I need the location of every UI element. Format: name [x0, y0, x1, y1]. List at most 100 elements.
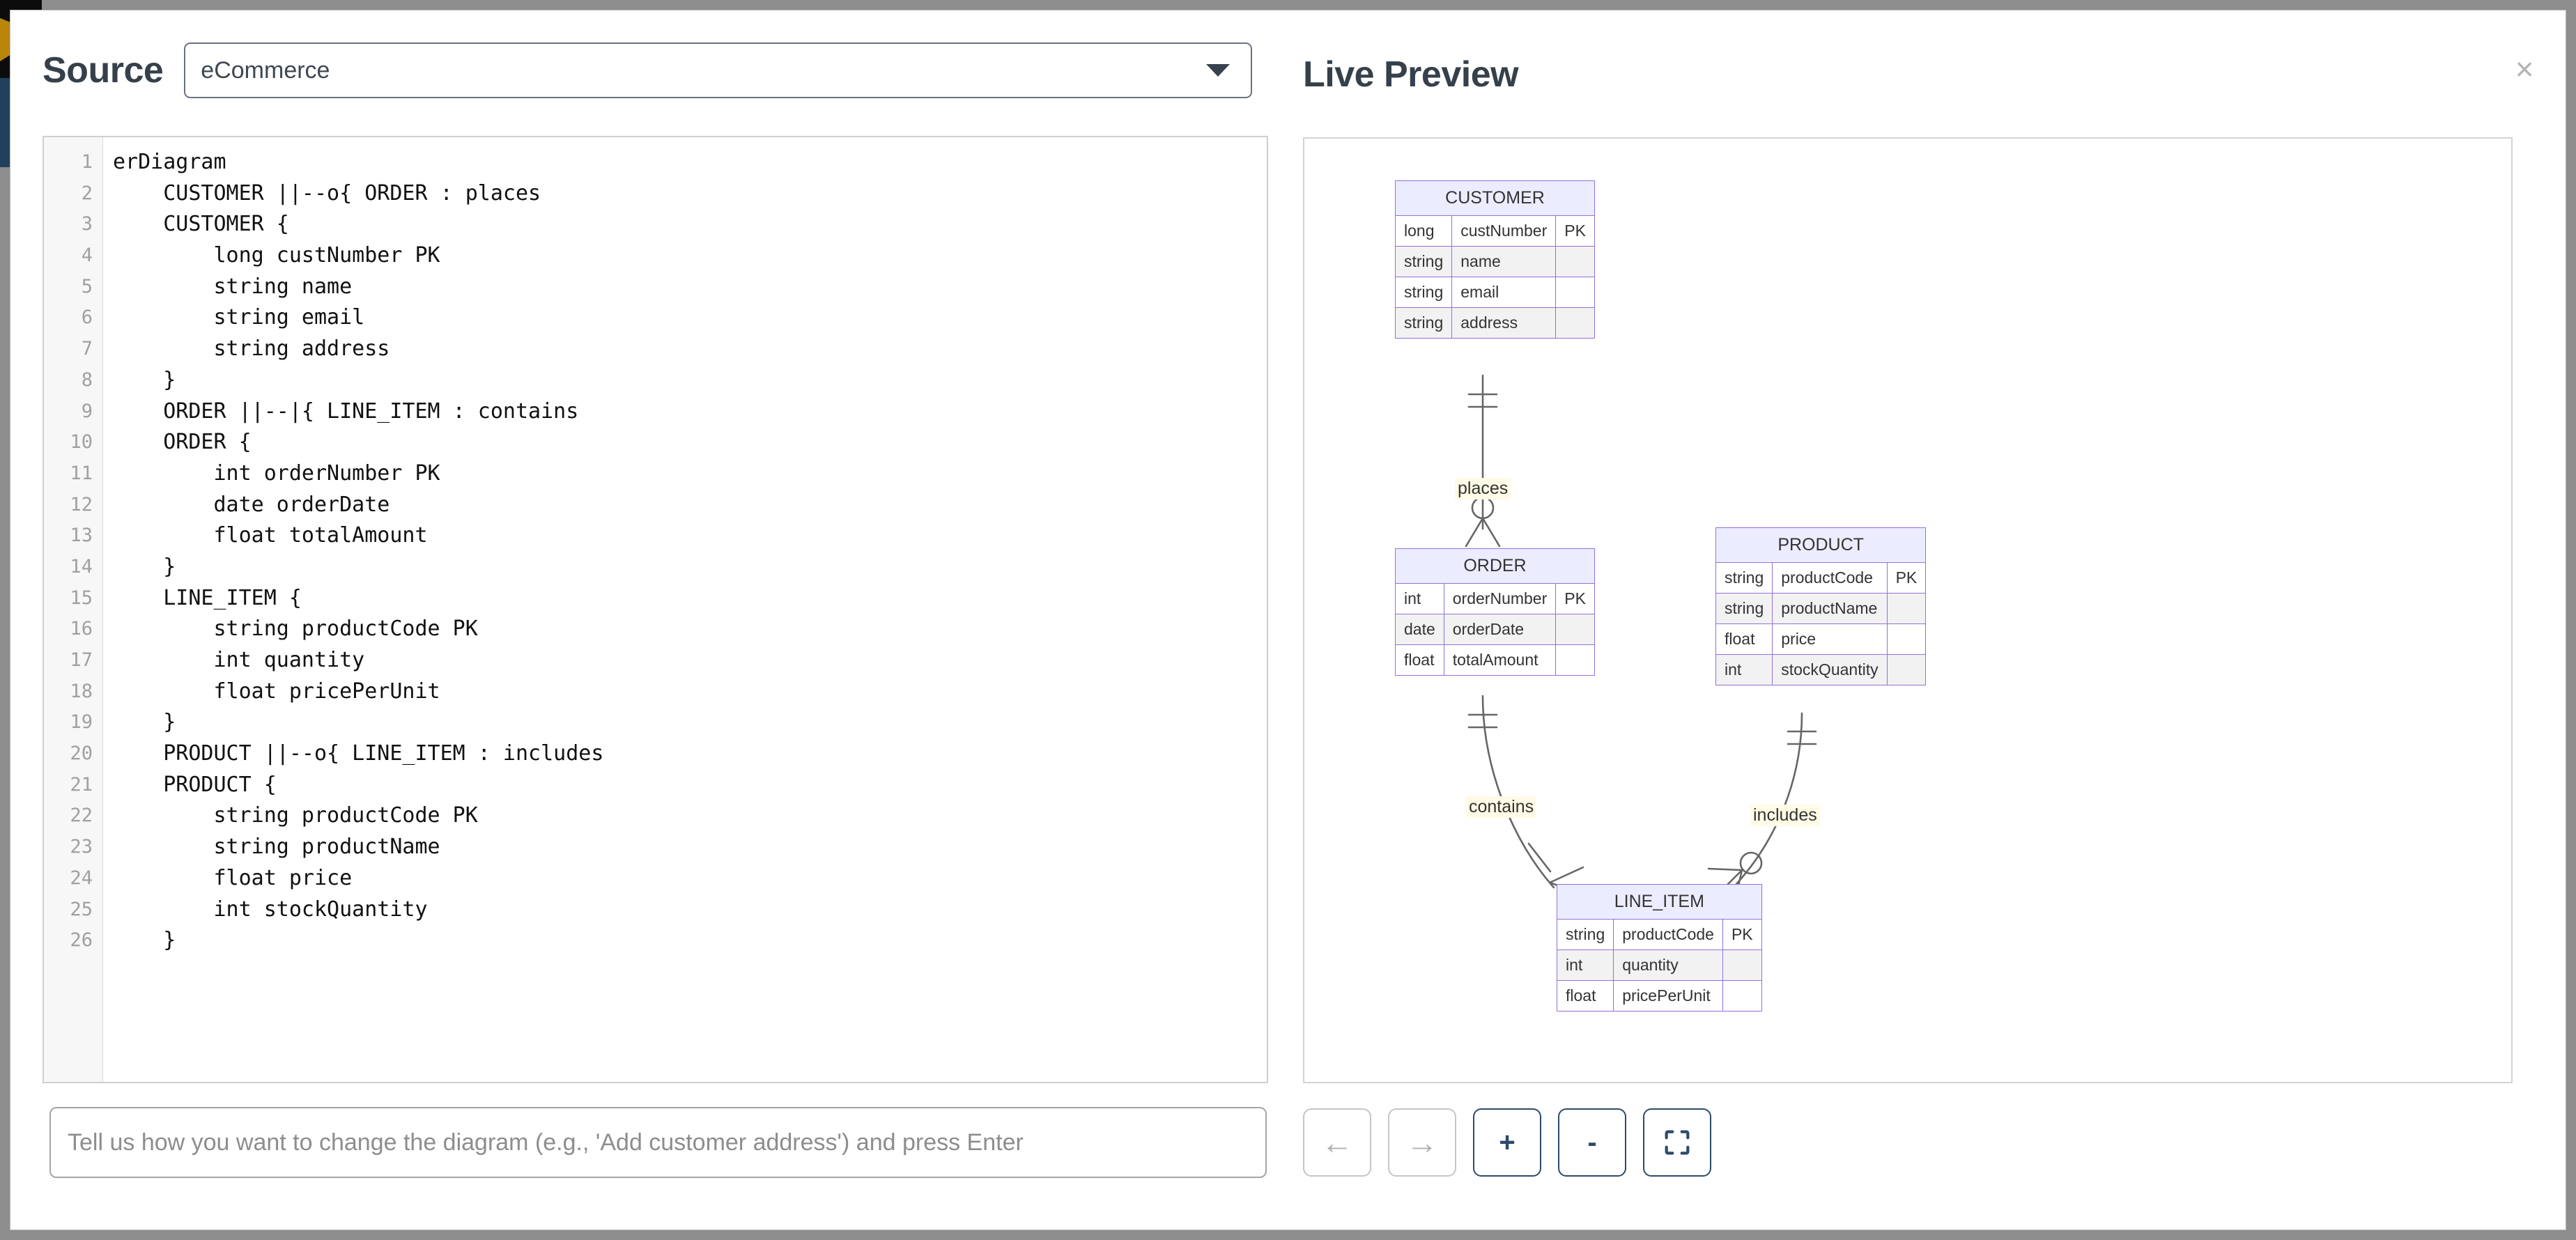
entity-title: PRODUCT [1715, 527, 1927, 563]
attribute-type: int [1556, 950, 1614, 981]
line-number: 18 [70, 680, 93, 702]
code-line[interactable]: LINE_ITEM { [113, 585, 302, 610]
attribute-key [1555, 307, 1595, 339]
code-line[interactable]: int stockQuantity [113, 897, 428, 922]
attribute-type: string [1715, 562, 1773, 594]
code-line[interactable]: float pricePerUnit [113, 679, 440, 704]
attribute-key: PK [1555, 215, 1595, 247]
attribute-type: date [1395, 614, 1444, 645]
code-line[interactable]: date orderDate [113, 492, 390, 517]
entity-title: ORDER [1395, 548, 1595, 584]
fit-screen-icon [1665, 1130, 1690, 1155]
code-line[interactable]: float price [113, 865, 353, 890]
page-title: Source [43, 50, 164, 91]
line-number: 3 [81, 213, 93, 235]
code-line[interactable]: } [113, 928, 176, 953]
zoom-in-icon: + [1499, 1127, 1515, 1158]
code-line[interactable]: int quantity [113, 648, 365, 672]
code-line[interactable]: string email [113, 305, 365, 330]
line-number: 11 [70, 462, 93, 484]
attribute-name: custNumber [1451, 215, 1557, 247]
attribute-type: string [1394, 246, 1453, 277]
relationship-label-contains: contains [1466, 796, 1537, 818]
attribute-name: address [1451, 307, 1557, 339]
line-number: 16 [70, 618, 93, 640]
code-line[interactable]: int orderNumber PK [113, 460, 440, 486]
zoom-in-button[interactable]: + [1473, 1108, 1541, 1177]
line-number: 12 [70, 493, 93, 516]
attribute-type: string [1556, 919, 1614, 950]
attribute-name: productName [1772, 593, 1888, 624]
code-line[interactable]: CUSTOMER ||--o{ ORDER : places [113, 180, 541, 206]
code-line[interactable]: PRODUCT { [113, 772, 277, 797]
close-icon[interactable]: × [2506, 51, 2543, 87]
attribute-type: string [1715, 593, 1773, 624]
attribute-name: pricePerUnit [1613, 980, 1723, 1012]
diagram-prompt-input[interactable] [49, 1107, 1267, 1178]
code-line[interactable]: float totalAmount [113, 523, 428, 548]
line-number: 19 [70, 711, 93, 734]
code-line[interactable]: erDiagram [113, 150, 226, 174]
attribute-name: name [1451, 246, 1557, 277]
code-line[interactable]: ORDER { [113, 430, 252, 455]
source-header: Source eCommerce [43, 42, 1253, 98]
pan-left-icon: ← [1321, 1124, 1353, 1161]
line-number: 6 [81, 307, 93, 329]
attribute-key [1555, 644, 1595, 676]
code-line[interactable]: string productName [113, 835, 440, 860]
line-number: 7 [81, 338, 93, 360]
code-content[interactable]: erDiagram CUSTOMER ||--o{ ORDER : places… [103, 137, 1267, 1082]
pan-left-button: ← [1303, 1108, 1371, 1177]
diagram-select-value: eCommerce [201, 56, 330, 84]
attribute-type: int [1715, 654, 1773, 685]
attribute-type: string [1394, 277, 1453, 308]
code-line[interactable]: } [113, 710, 176, 735]
code-line[interactable]: string productCode PK [113, 803, 478, 828]
line-number: 8 [81, 369, 93, 391]
zoom-out-button[interactable]: - [1558, 1108, 1626, 1177]
line-number: 10 [70, 431, 93, 454]
chevron-down-icon [1206, 64, 1231, 77]
fit-screen-button[interactable] [1643, 1108, 1711, 1177]
line-number: 5 [81, 275, 93, 297]
attribute-type: float [1395, 644, 1444, 676]
code-line[interactable]: ORDER ||--|{ LINE_ITEM : contains [113, 398, 579, 424]
code-line[interactable]: PRODUCT ||--o{ LINE_ITEM : includes [113, 741, 604, 766]
attribute-name: quantity [1613, 950, 1723, 981]
attribute-name: orderDate [1443, 614, 1557, 645]
code-line[interactable]: string productCode PK [113, 617, 478, 642]
attribute-key [1722, 980, 1762, 1012]
code-line[interactable]: long custNumber PK [113, 243, 440, 268]
attribute-name: orderNumber [1443, 583, 1557, 614]
code-line[interactable]: } [113, 367, 176, 392]
relationship-label-places: places [1455, 478, 1511, 499]
preview-title: Live Preview [1303, 54, 1519, 95]
code-line[interactable]: } [113, 554, 176, 579]
line-number: 26 [70, 929, 93, 952]
pan-right-icon: → [1406, 1124, 1438, 1161]
diagram-select[interactable]: eCommerce [184, 42, 1253, 98]
attribute-key [1722, 950, 1762, 981]
code-line[interactable]: CUSTOMER { [113, 212, 289, 237]
code-line[interactable]: string name [113, 274, 353, 299]
code-line[interactable]: string address [113, 336, 390, 362]
line-number: 14 [70, 555, 93, 578]
